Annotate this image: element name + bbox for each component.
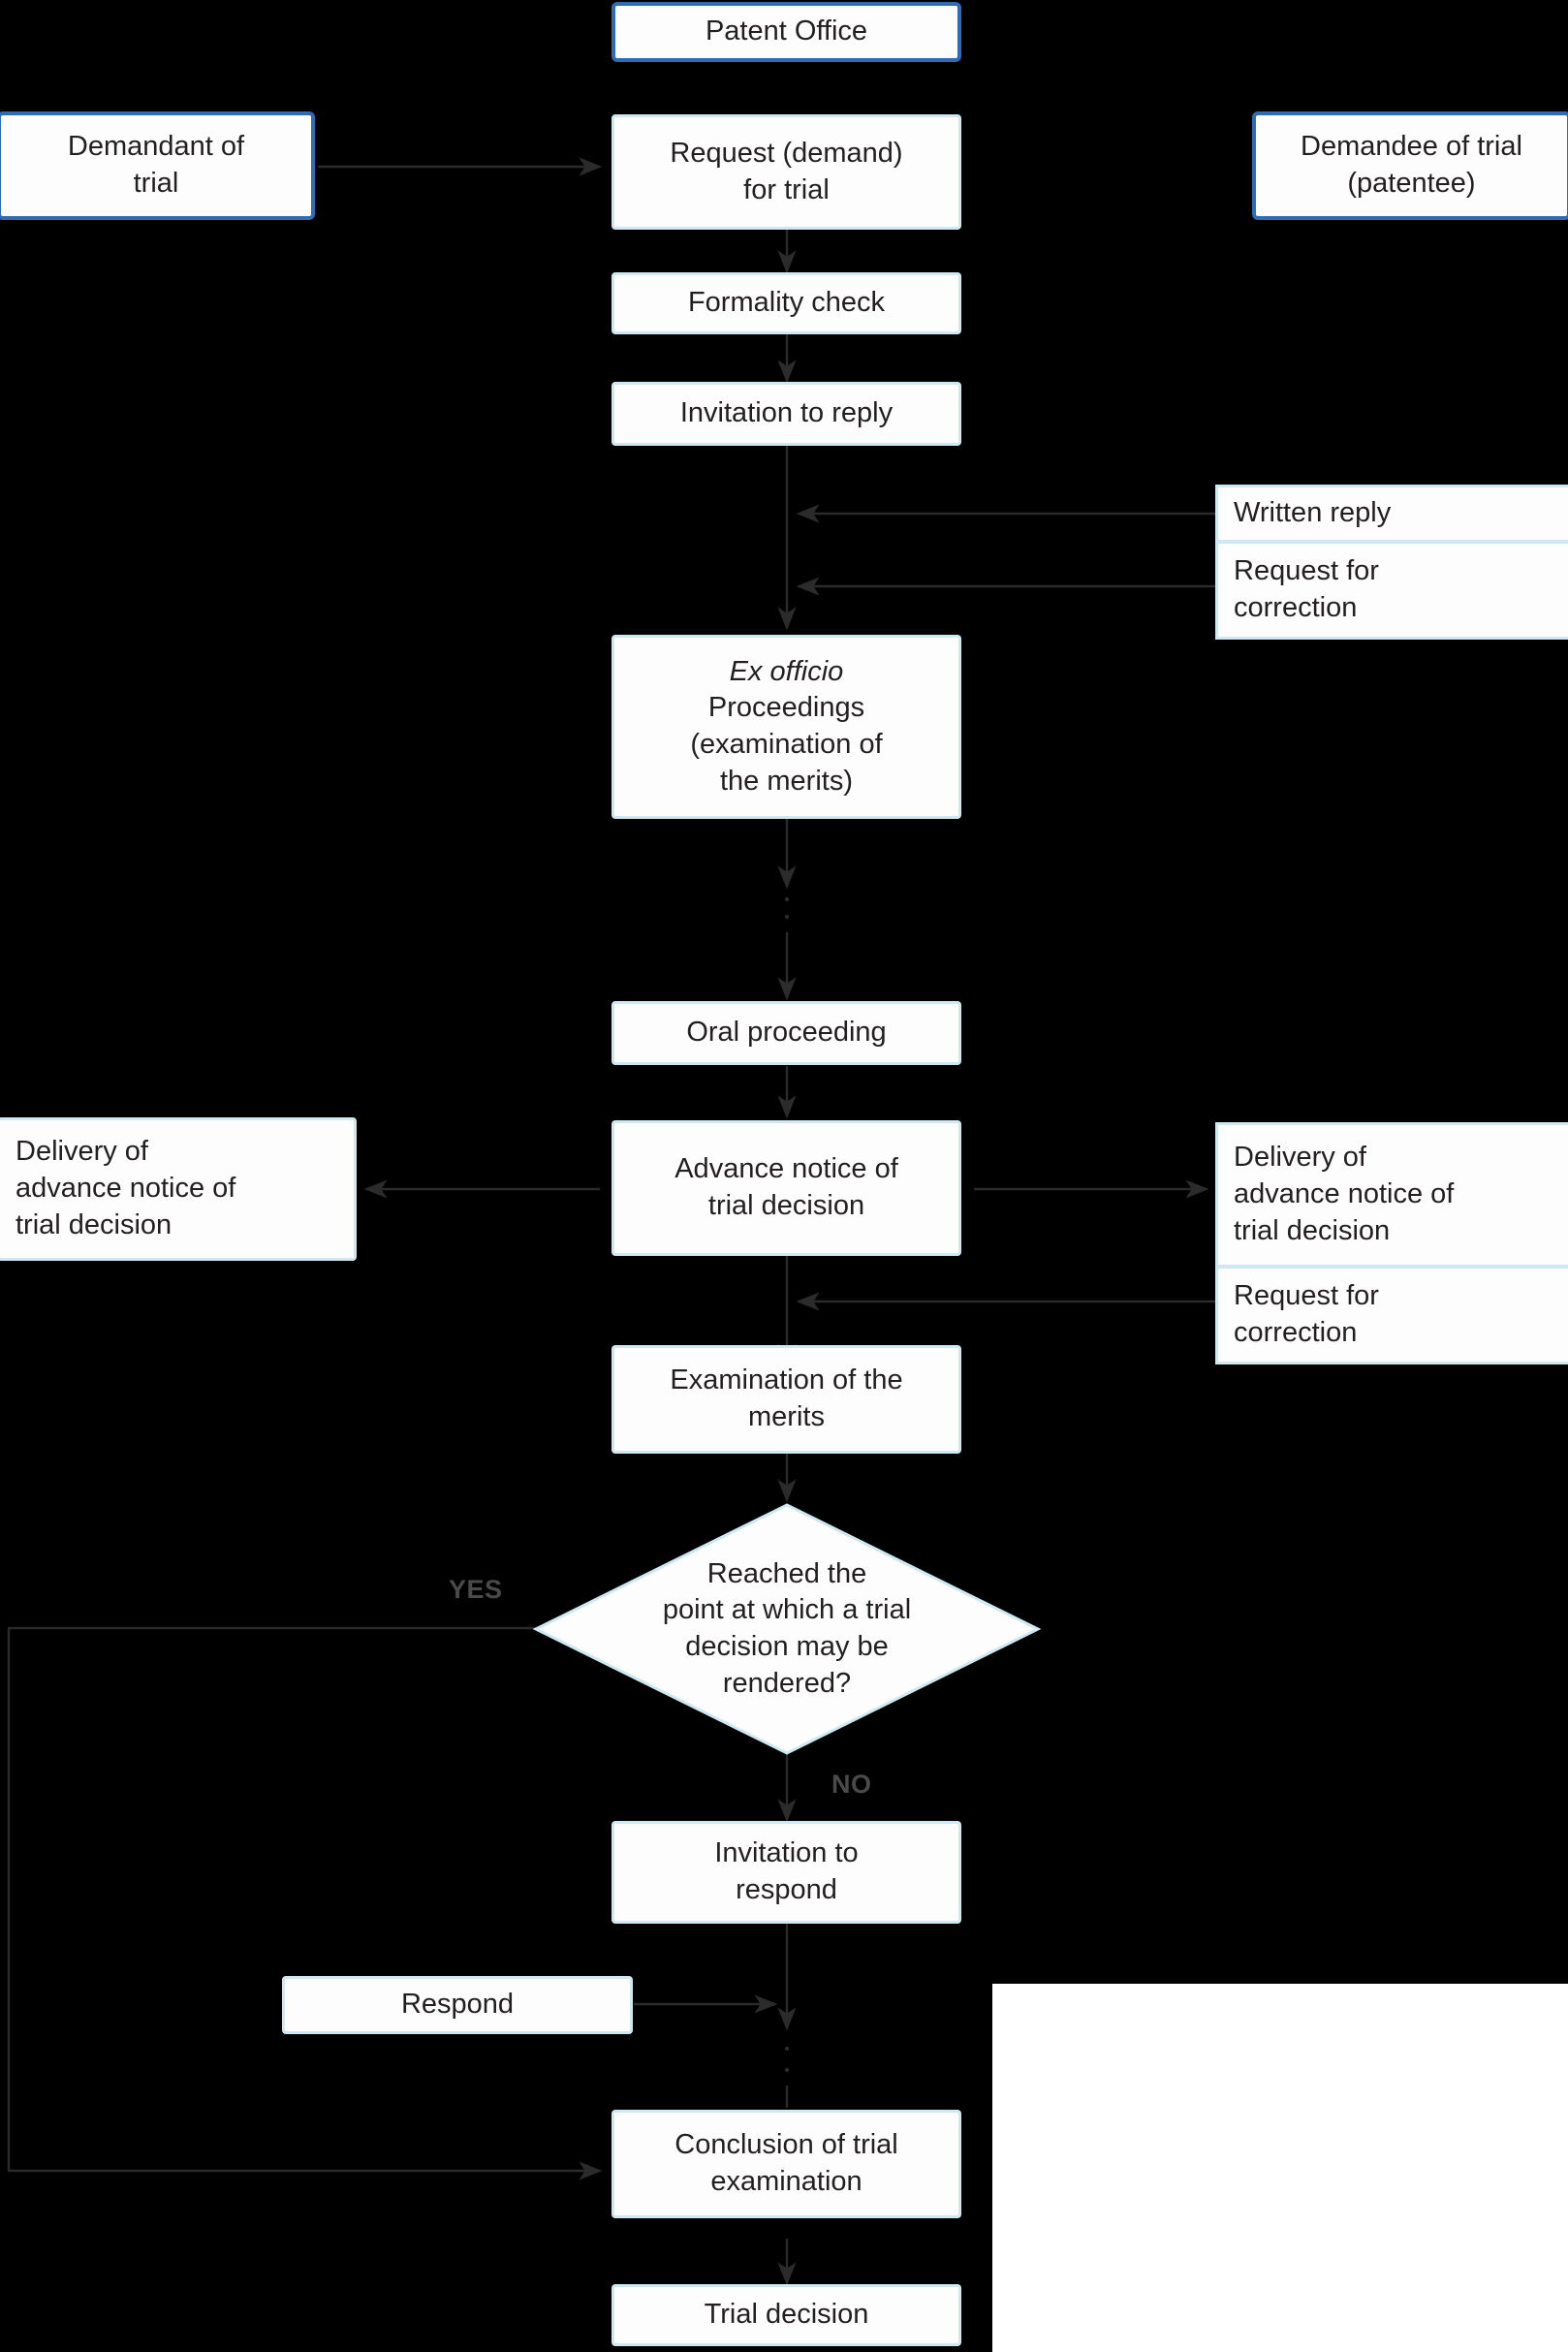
- bottom-right-white-panel: [992, 1984, 1568, 2352]
- node-request-for-correction-2-label: Request for correction: [1234, 1280, 1379, 1348]
- node-request-for-trial[interactable]: Request (demand) for trial: [612, 114, 961, 230]
- node-invitation-to-respond-label: Invitation to respond: [714, 1837, 859, 1905]
- node-demandant-label: Demandant of trial: [67, 131, 245, 199]
- node-delivery-left-label: Delivery of advance notice of trial deci…: [16, 1136, 236, 1240]
- node-request-for-trial-label: Request (demand) for trial: [670, 137, 903, 205]
- node-written-reply[interactable]: Written reply: [1215, 485, 1568, 543]
- node-request-for-correction-1[interactable]: Request for correction: [1215, 541, 1568, 640]
- node-respond-label: Respond: [400, 1989, 515, 2021]
- node-oral-proceeding[interactable]: Oral proceeding: [612, 1001, 961, 1065]
- node-advance-notice-label: Advance notice of trial decision: [674, 1153, 898, 1221]
- node-written-reply-label: Written reply: [1234, 497, 1392, 529]
- node-trial-decision[interactable]: Trial decision: [612, 2284, 961, 2346]
- node-request-for-correction-1-label: Request for correction: [1234, 555, 1379, 623]
- edge-decision-yes: [7, 1626, 638, 2180]
- node-decision-diamond[interactable]: Reached the point at which a trial decis…: [532, 1503, 1042, 1755]
- node-invitation-to-reply[interactable]: Invitation to reply: [612, 382, 961, 446]
- node-respond[interactable]: Respond: [282, 1976, 633, 2034]
- node-conclusion-label: Conclusion of trial examination: [674, 2129, 898, 2197]
- node-ex-officio-proceedings[interactable]: Ex officio Proceedings (examination of t…: [612, 635, 961, 819]
- node-patent-office[interactable]: Patent Office: [612, 2, 961, 62]
- node-demandee-label: Demandee of trial (patentee): [1301, 131, 1522, 199]
- branch-label-yes: YES: [449, 1575, 503, 1604]
- node-formality-check-label: Formality check: [687, 287, 886, 319]
- node-delivery-right-label: Delivery of advance notice of trial deci…: [1234, 1142, 1455, 1246]
- node-examination-merits-label: Examination of the merits: [670, 1364, 903, 1432]
- node-delivery-advance-notice-right[interactable]: Delivery of advance notice of trial deci…: [1215, 1122, 1568, 1268]
- node-invitation-to-respond[interactable]: Invitation to respond: [612, 1821, 961, 1924]
- node-ex-officio-italic-label: Ex officio: [729, 655, 844, 687]
- node-formality-check[interactable]: Formality check: [612, 272, 961, 334]
- node-patent-office-label: Patent Office: [705, 16, 868, 47]
- node-advance-notice-of-trial-decision[interactable]: Advance notice of trial decision: [612, 1120, 961, 1256]
- node-examination-of-the-merits[interactable]: Examination of the merits: [612, 1345, 961, 1454]
- node-conclusion-of-trial-examination[interactable]: Conclusion of trial examination: [612, 2110, 961, 2218]
- node-invitation-to-reply-label: Invitation to reply: [679, 397, 894, 429]
- node-trial-decision-label: Trial decision: [704, 2299, 869, 2331]
- node-oral-proceeding-label: Oral proceeding: [686, 1017, 887, 1049]
- node-demandee-of-trial[interactable]: Demandee of trial (patentee): [1252, 111, 1568, 220]
- node-ex-officio-rest-label: Proceedings (examination of the merits): [690, 692, 883, 797]
- node-demandant-of-trial[interactable]: Demandant of trial: [0, 111, 315, 220]
- node-request-for-correction-2[interactable]: Request for correction: [1215, 1266, 1568, 1364]
- branch-label-no: NO: [831, 1770, 872, 1799]
- node-delivery-advance-notice-left[interactable]: Delivery of advance notice of trial deci…: [0, 1117, 357, 1261]
